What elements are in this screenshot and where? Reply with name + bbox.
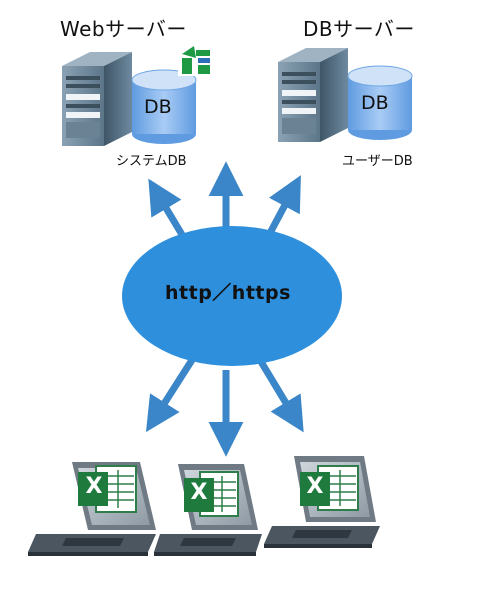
excel-letter-2: X bbox=[190, 480, 208, 505]
arrow-to-client-3 bbox=[257, 358, 304, 433]
arrow-to-client-1 bbox=[145, 358, 195, 433]
excel-icon-3 bbox=[300, 465, 359, 511]
db-server-caption: ユーザーDB bbox=[342, 154, 413, 169]
web-server-tower-icon bbox=[62, 52, 132, 146]
db-server-database-icon bbox=[347, 65, 413, 140]
web-server-title: Webサーバー bbox=[60, 17, 187, 41]
green-leaf-logo-icon bbox=[178, 46, 212, 76]
db-server-title: DBサーバー bbox=[303, 17, 415, 41]
excel-icon-2 bbox=[184, 471, 239, 517]
network-label: http／https bbox=[165, 282, 291, 304]
db-server-tower-icon bbox=[278, 48, 348, 142]
excel-letter-3: X bbox=[306, 474, 324, 499]
excel-letter-1: X bbox=[85, 474, 103, 499]
web-server-db-label: DB bbox=[144, 96, 172, 118]
db-server-db-label: DB bbox=[361, 92, 389, 114]
arrows-down bbox=[145, 358, 304, 457]
excel-icon-1 bbox=[78, 465, 137, 513]
web-server-caption: システムDB bbox=[116, 154, 187, 169]
web-server-database-icon bbox=[131, 69, 197, 144]
network-cloud bbox=[122, 226, 342, 366]
